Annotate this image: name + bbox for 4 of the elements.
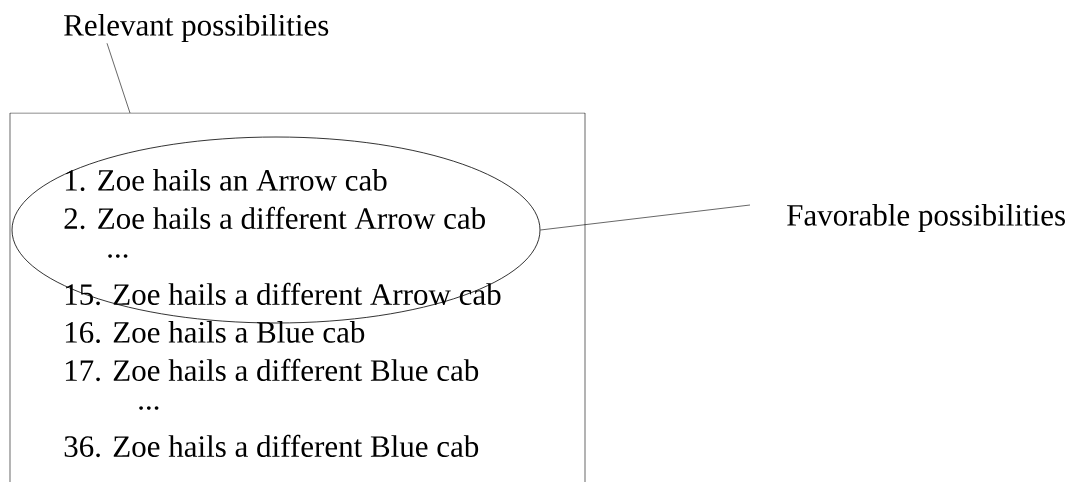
- caption-text: Relevant possibilities: [64, 13, 329, 43]
- caption-text: Favorable possibilities: [787, 203, 1065, 233]
- leader-line: [106, 42, 131, 114]
- leader-line: [540, 204, 751, 231]
